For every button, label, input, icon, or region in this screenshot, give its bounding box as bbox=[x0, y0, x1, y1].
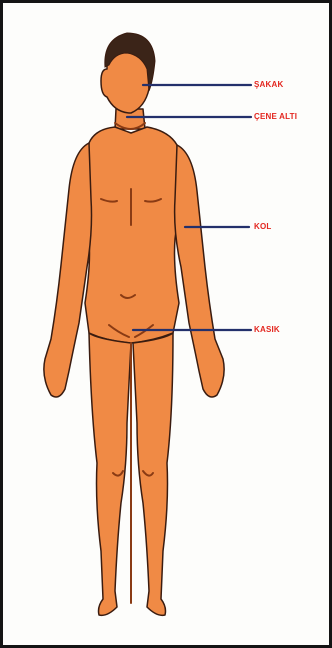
label-groin: KASIK bbox=[254, 325, 280, 334]
human-body-figure bbox=[3, 3, 329, 645]
label-under-chin: ÇENE ALTI bbox=[254, 112, 297, 121]
body-silhouette bbox=[44, 39, 224, 615]
label-arm: KOL bbox=[254, 222, 272, 231]
label-temple: ŞAKAK bbox=[254, 80, 283, 89]
